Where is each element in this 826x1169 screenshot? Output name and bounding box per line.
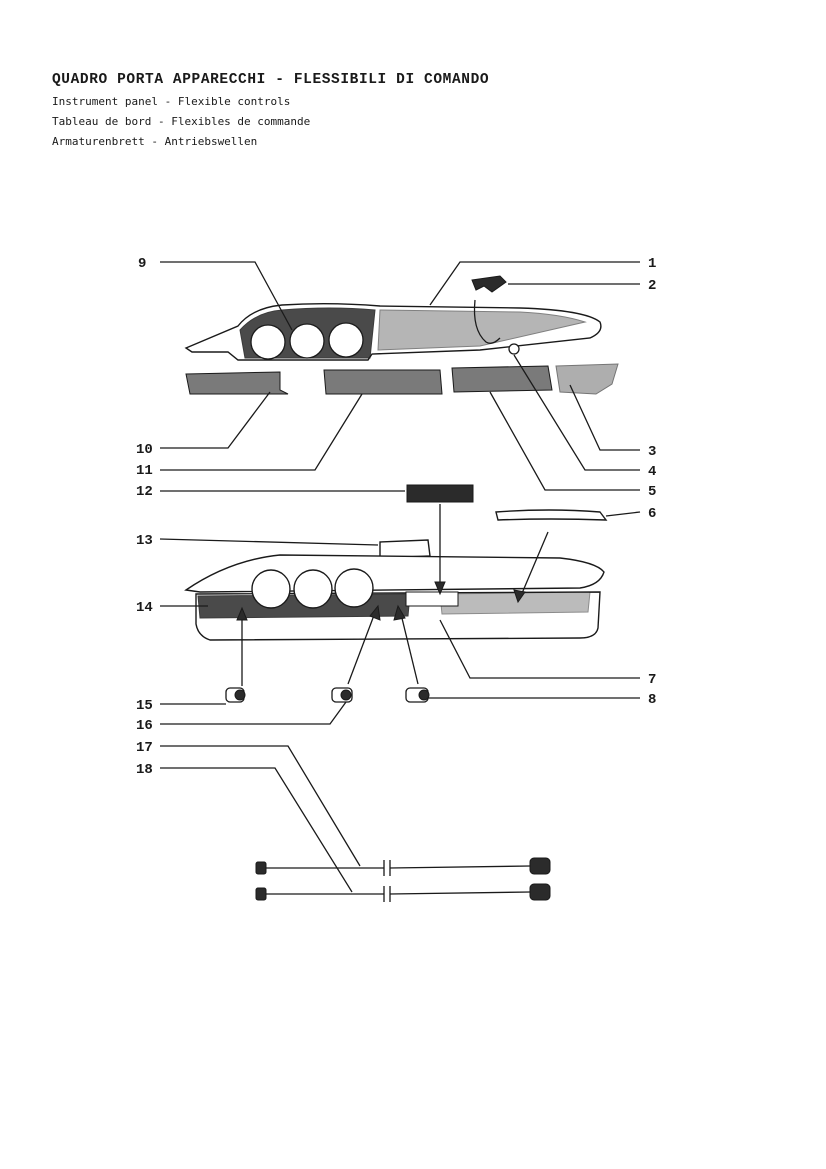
callout-3: 3 — [648, 444, 656, 460]
part-end-cover — [555, 363, 619, 395]
part-knob-16 — [331, 687, 353, 703]
part-rear-view-mirror — [379, 539, 431, 559]
part-gauge-strip — [406, 484, 474, 503]
part-rod — [495, 509, 608, 521]
callout-5: 5 — [648, 484, 656, 500]
callout-16: 16 — [136, 718, 153, 734]
callout-4: 4 — [648, 464, 656, 480]
callout-9: 9 — [138, 256, 146, 272]
callout-2: 2 — [648, 278, 656, 294]
part-cable-17 — [255, 857, 551, 876]
part-assembled-panel — [184, 539, 605, 641]
callout-10: 10 — [136, 442, 153, 458]
part-right-lower-cover — [451, 365, 553, 393]
callout-18: 18 — [136, 762, 153, 778]
callout-17: 17 — [136, 740, 153, 756]
part-centre-lower-cover — [323, 369, 443, 395]
callout-numbers: 9 1 2 10 3 11 4 12 5 6 13 14 7 8 15 16 1… — [136, 256, 656, 778]
part-left-lower-cover — [185, 371, 289, 395]
part-badge — [471, 275, 507, 293]
part-knob — [508, 343, 520, 355]
callout-1: 1 — [648, 256, 656, 272]
leader-lines — [159, 261, 641, 893]
callout-6: 6 — [648, 506, 656, 522]
callout-7: 7 — [648, 672, 656, 688]
subtitle-english: Instrument panel - Flexible controls — [52, 95, 291, 108]
subtitle-french: Tableau de bord - Flexibles de commande — [52, 115, 311, 128]
callout-8: 8 — [648, 692, 656, 708]
part-knob-15 — [225, 687, 246, 703]
part-instrument-panel-shell — [184, 299, 602, 361]
callout-15: 15 — [136, 698, 153, 714]
callout-13: 13 — [136, 533, 153, 549]
page-title: QUADRO PORTA APPARECCHI - FLESSIBILI DI … — [52, 72, 490, 88]
callout-12: 12 — [136, 484, 153, 500]
callout-14: 14 — [136, 600, 153, 616]
part-knob-8 — [405, 687, 430, 703]
part-cable-18 — [255, 883, 551, 902]
subtitle-german: Armaturenbrett - Antriebswellen — [52, 135, 258, 148]
callout-11: 11 — [136, 463, 153, 479]
